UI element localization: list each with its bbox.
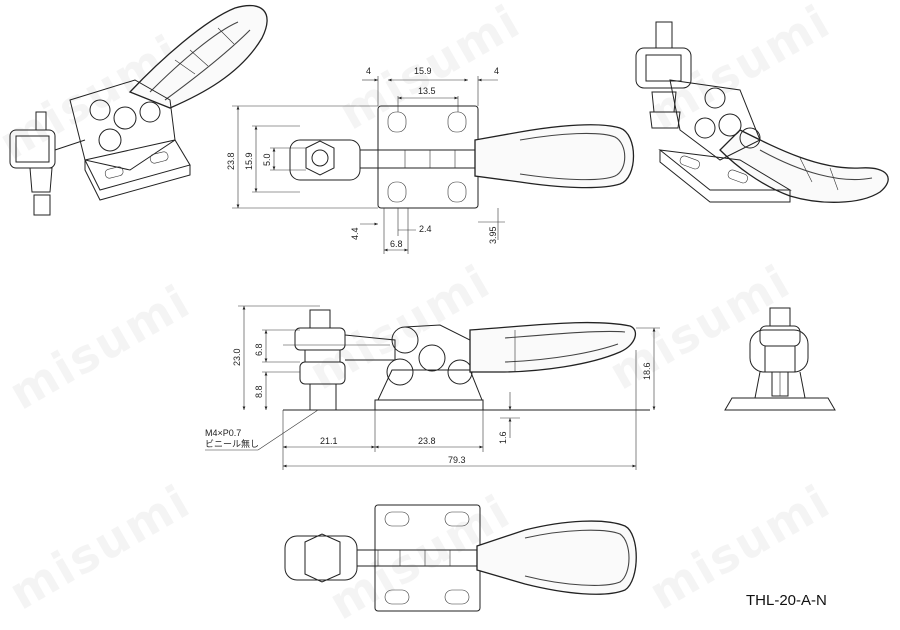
isometric-view-right: [635, 21, 889, 203]
dim-label: 4: [366, 66, 371, 76]
end-view: [724, 307, 836, 411]
dim-label: 3.95: [488, 226, 498, 244]
dim-label: 6.8: [254, 343, 264, 356]
dim-label: 18.6: [642, 362, 652, 380]
isometric-view-left: [9, 4, 268, 216]
side-view: [205, 305, 660, 470]
dim-label: 1.6: [498, 431, 508, 444]
dim-label: 15.9: [244, 152, 254, 170]
top-view-dimensions: 4 15.9 4 13.5 23.8 15.9 5.0 4.4 2.4 6.8 …: [226, 66, 499, 249]
dim-label: 79.3: [448, 455, 466, 465]
dim-label: 23.0: [232, 348, 242, 366]
dim-label: 21.1: [320, 436, 338, 446]
dim-label: 8.8: [254, 385, 264, 398]
thread-note-line1: M4×P0.7: [205, 428, 241, 438]
bottom-view: [284, 504, 637, 612]
part-number-label: THL-20-A-N: [746, 592, 827, 609]
dim-label: 15.9: [414, 66, 432, 76]
dim-label: 13.5: [418, 86, 436, 96]
dim-label: 4.4: [350, 227, 360, 240]
side-view-dimensions: 23.0 6.8 8.8 18.6 1.6 21.1 23.8 79.3 M4×…: [205, 343, 652, 465]
top-view: [232, 76, 635, 254]
dim-label: 6.8: [390, 239, 403, 249]
dim-label: 23.8: [418, 436, 436, 446]
dim-label: 2.4: [419, 224, 432, 234]
dim-label: 5.0: [262, 153, 272, 166]
dim-label: 23.8: [226, 152, 236, 170]
dim-label: 4: [494, 66, 499, 76]
thread-note-line2: ビニール無し: [205, 438, 259, 449]
